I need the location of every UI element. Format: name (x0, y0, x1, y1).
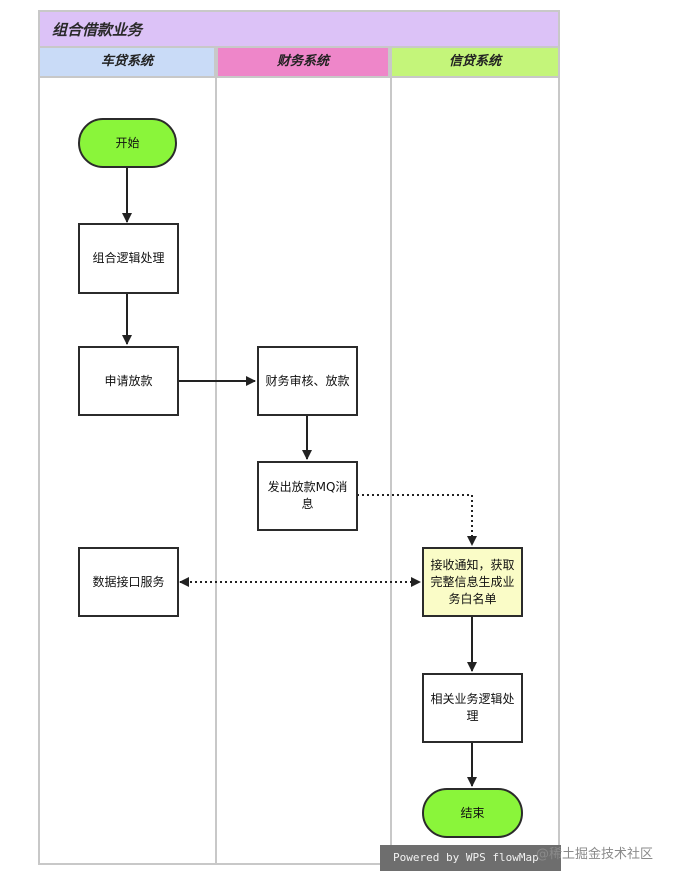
finance-review-label: 财务审核、放款 (265, 373, 350, 388)
diagram-title-bar: 组合借款业务 (38, 10, 560, 48)
lane-car-loan (38, 78, 217, 865)
start-node: 开始 (78, 118, 177, 168)
end-label: 结束 (460, 805, 485, 820)
lane-header-car-loan: 车贷系统 (38, 48, 216, 78)
watermark-box (380, 845, 561, 871)
send-mq-label: 发出放款MQ消息 (267, 480, 348, 511)
send-mq-node: 发出放款MQ消息 (257, 461, 358, 531)
start-label: 开始 (115, 135, 140, 150)
apply-loan-label: 申请放款 (104, 373, 153, 388)
related-logic-node: 相关业务逻辑处理 (422, 673, 523, 743)
lane-header-credit: 信贷系统 (390, 48, 560, 78)
end-node: 结束 (422, 788, 523, 838)
lane-finance (216, 78, 392, 865)
combo-logic-label: 组合逻辑处理 (92, 251, 165, 265)
diagram-title: 组合借款业务 (52, 21, 143, 39)
combo-logic-node: 组合逻辑处理 (78, 223, 179, 294)
apply-loan-node: 申请放款 (78, 346, 179, 416)
site-watermark: @稀土掘金技术社区 (536, 847, 654, 862)
powered-by-watermark: Powered by WPS flowMap (393, 851, 539, 864)
finance-review-node: 财务审核、放款 (257, 346, 358, 416)
lane-header-finance: 财务系统 (216, 48, 390, 78)
data-api-label: 数据接口服务 (92, 574, 165, 589)
receive-notice-node: 接收通知，获取完整信息生成业务白名单 (422, 547, 523, 617)
receive-notice-label: 接收通知，获取完整信息生成业务白名单 (430, 557, 515, 606)
related-logic-label: 相关业务逻辑处理 (430, 692, 515, 723)
data-api-node: 数据接口服务 (78, 547, 179, 617)
